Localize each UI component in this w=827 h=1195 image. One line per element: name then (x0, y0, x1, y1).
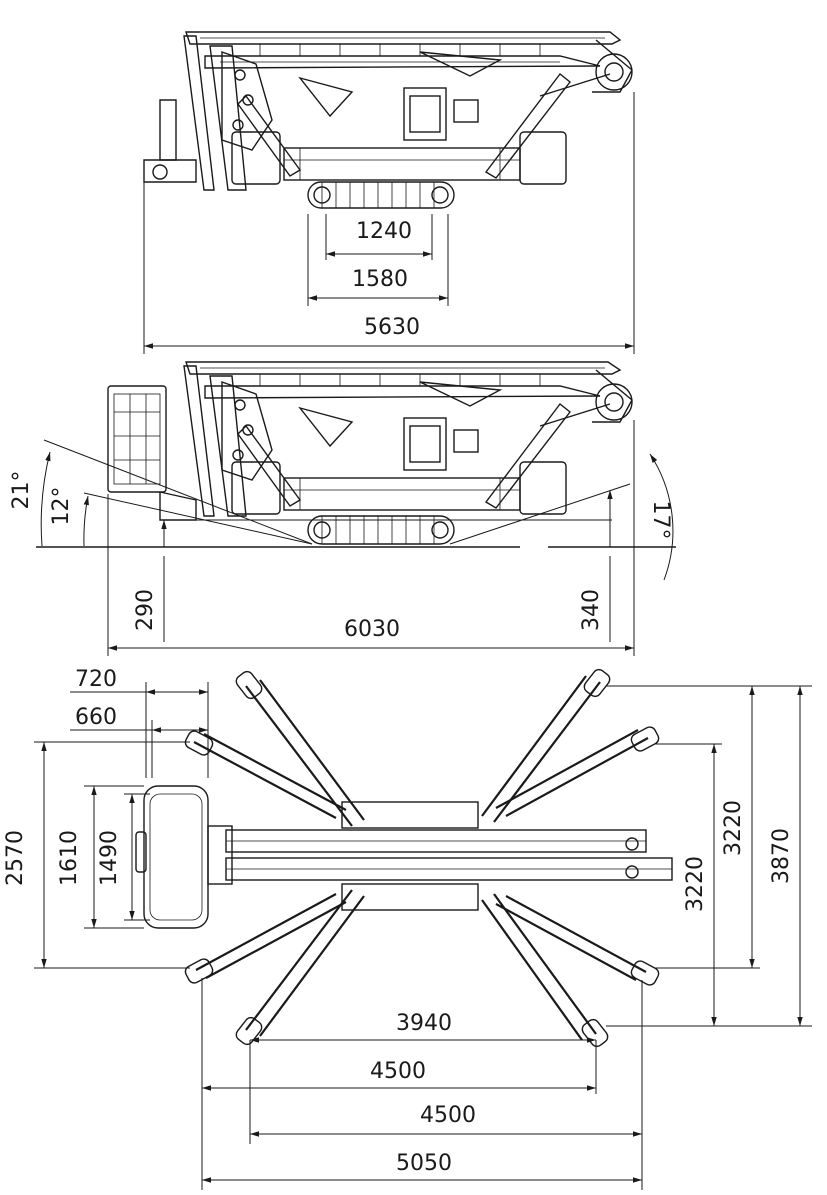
dim-1240-label: 1240 (356, 219, 412, 244)
dim-5630-label: 5630 (364, 315, 420, 340)
dim-6030-label: 6030 (344, 617, 400, 642)
angle-21-label: 21° (9, 471, 34, 510)
dim-1490-label: 1490 (97, 830, 122, 886)
dims-plan-view: 720 660 2570 1610 1490 3220 3220 3870 (3, 667, 812, 1190)
plan-view (135, 668, 673, 1048)
dim-3220-mid-label: 3220 (683, 856, 708, 912)
side-view-transport (143, 31, 633, 209)
dim-660-label: 660 (75, 705, 117, 730)
dim-4500-a-label: 4500 (370, 1059, 426, 1084)
dims-side-view-transport: 1240 1580 5630 (143, 92, 635, 354)
dim-3220-inner-label: 3220 (721, 800, 746, 856)
dim-5050-label: 5050 (396, 1151, 452, 1176)
dim-4500-b-label: 4500 (420, 1103, 476, 1128)
dim-1580-label: 1580 (352, 267, 408, 292)
angle-12-label: 12° (49, 487, 74, 526)
dim-3870-label: 3870 (769, 828, 794, 884)
dim-3940-label: 3940 (396, 1011, 452, 1036)
side-view-with-basket (36, 361, 676, 548)
dim-1610-label: 1610 (57, 830, 82, 886)
dim-2570-label: 2570 (3, 830, 28, 886)
dim-340-label: 340 (579, 589, 604, 631)
dim-720-label: 720 (75, 667, 117, 692)
dim-290-label: 290 (133, 589, 158, 631)
dims-side-view-with-basket: 21° 12° 17° 290 340 6030 (9, 420, 674, 656)
angle-17-label: 17° (648, 501, 673, 540)
